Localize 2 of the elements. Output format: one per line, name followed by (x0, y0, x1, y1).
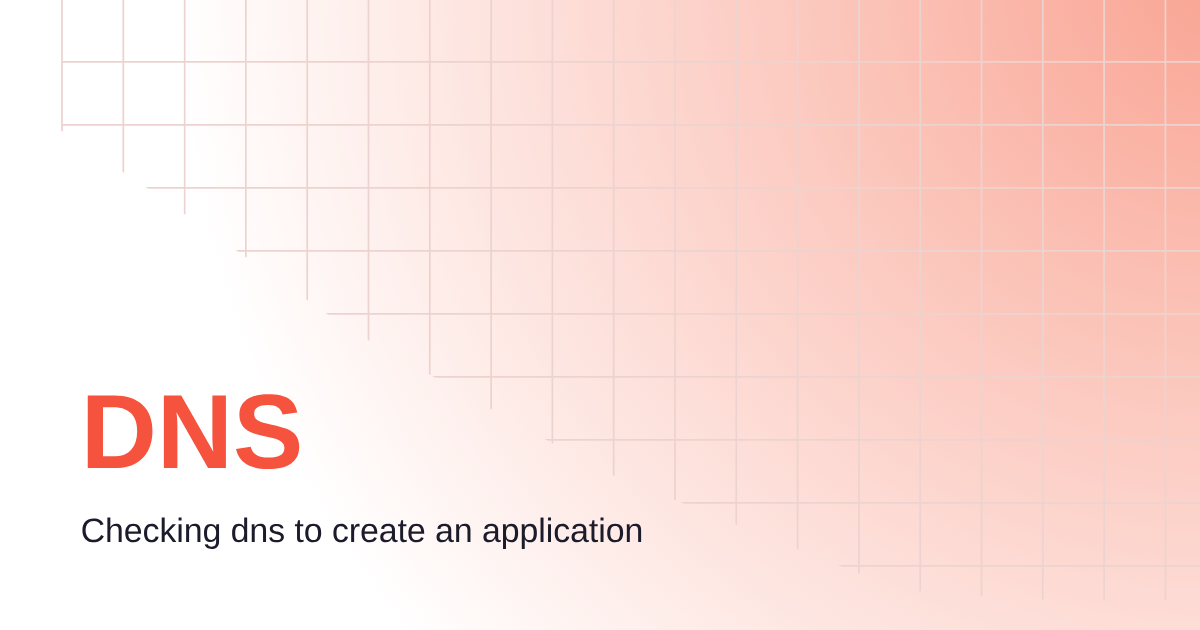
title-text: DNS (87, 394, 300, 470)
caption-text: Checking dns to create an application (82, 517, 642, 549)
